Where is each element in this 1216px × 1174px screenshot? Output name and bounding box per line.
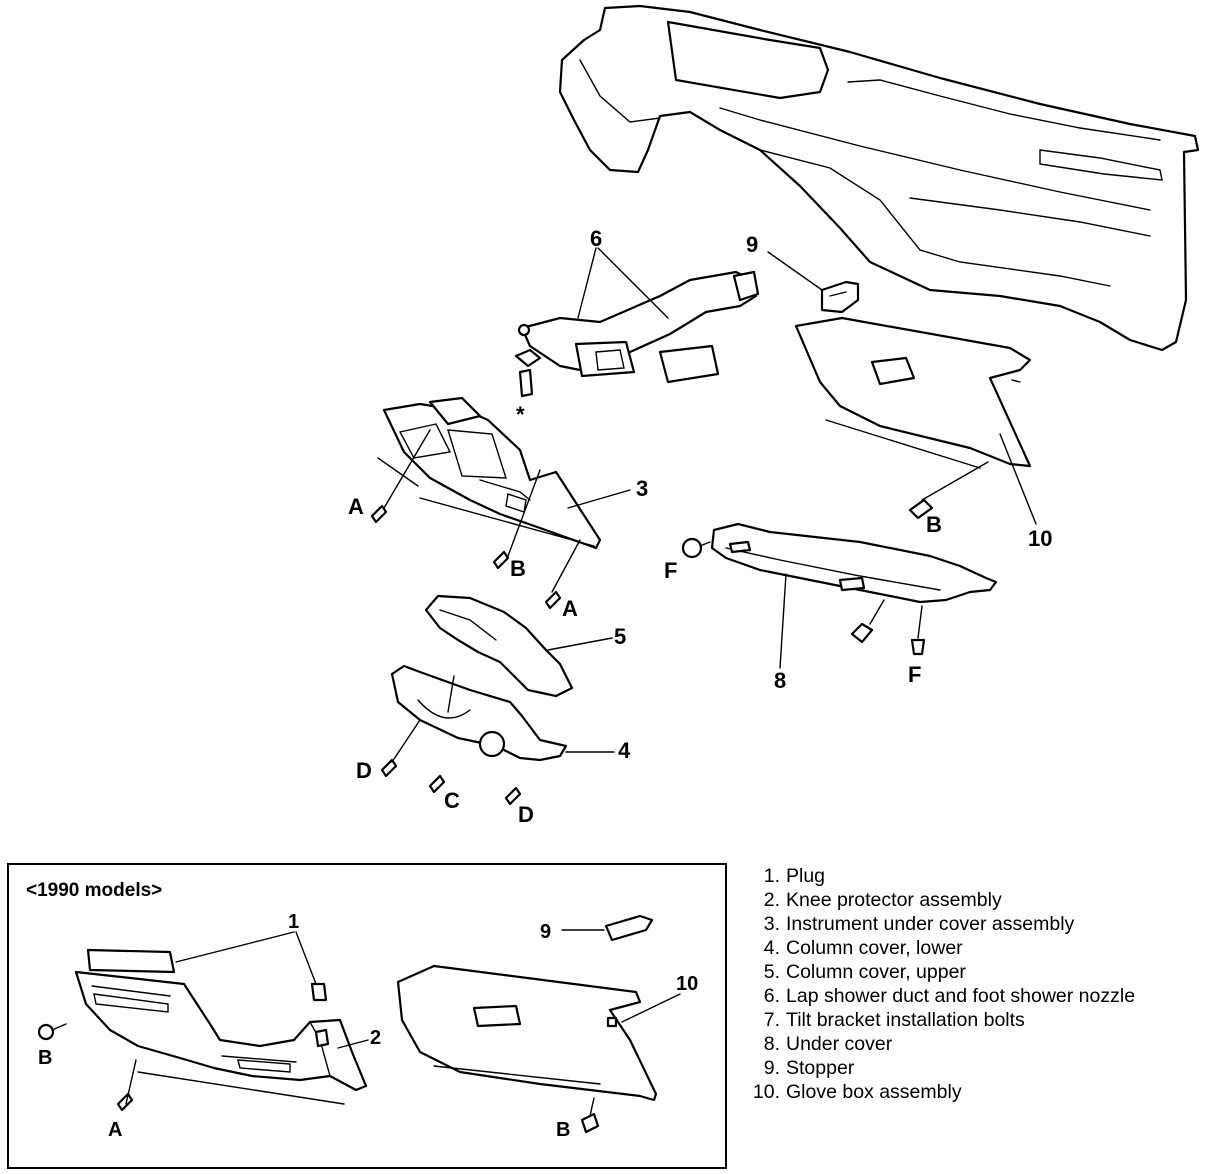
lap-shower-duct-drawing	[517, 270, 760, 384]
legend-item: 7. Tilt bracket installation bolts	[746, 1008, 1216, 1032]
callout-4: 4	[618, 738, 631, 763]
inset-callout-10: 10	[676, 973, 698, 995]
instrument-panel-drawing	[558, 4, 1200, 352]
callout-6: 6	[590, 226, 602, 251]
legend-item-number: 1.	[763, 865, 780, 887]
legend-item-number: 6.	[763, 985, 780, 1007]
stopper-drawing	[820, 280, 860, 314]
legend-item: 6. Lap shower duct and foot shower nozzle	[746, 984, 1216, 1008]
legend-item-label: Knee protector assembly	[786, 889, 1002, 911]
callout-5: 5	[614, 624, 626, 649]
legend-item-number: 9.	[763, 1057, 780, 1079]
legend-item: 1. Plug	[746, 864, 1216, 888]
legend-item-number: 7.	[763, 1009, 780, 1031]
legend-item-number: 4.	[763, 937, 780, 959]
inset-letter-B-1: B	[38, 1047, 52, 1069]
legend-item-label: Tilt bracket installation bolts	[786, 1009, 1025, 1031]
legend-item-number: 5.	[763, 961, 780, 983]
letter-A-2: A	[562, 596, 578, 621]
legend-item-number: 8.	[763, 1033, 780, 1055]
legend-item-number: 3.	[763, 913, 780, 935]
glove-box-drawing	[794, 316, 1032, 469]
callout-9: 9	[746, 232, 758, 257]
inset-callout-9: 9	[540, 921, 551, 943]
column-cover-lower-drawing	[390, 664, 568, 762]
under-cover-drawing	[710, 522, 998, 604]
legend-item: 8. Under cover	[746, 1032, 1216, 1056]
inset-1990-models: <1990 models>	[7, 863, 727, 1169]
legend-item: 5. Column cover, upper	[746, 960, 1216, 984]
legend-item: 4. Column cover, lower	[746, 936, 1216, 960]
legend-item-number: 2.	[763, 889, 780, 911]
inset-letter-A: A	[108, 1119, 122, 1141]
letter-D-2: D	[518, 802, 534, 827]
letter-B-1: B	[510, 556, 526, 581]
clip-F-1	[681, 537, 711, 559]
legend-item-label: Glove box assembly	[786, 1081, 962, 1103]
legend-item-label: Instrument under cover assembly	[786, 913, 1075, 935]
letter-B-2: B	[926, 512, 942, 537]
screw-A-1	[370, 504, 388, 524]
callout-10: 10	[1028, 526, 1052, 551]
legend-item-label: Column cover, lower	[786, 937, 963, 959]
letter-C: C	[444, 788, 460, 813]
screw-B-1	[492, 550, 510, 570]
legend-item-label: Lap shower duct and foot shower nozzle	[786, 985, 1136, 1007]
column-cover-upper-drawing	[424, 594, 574, 698]
parts-legend: 1. Plug 2. Knee protector assembly 3. Instrum…	[746, 864, 1216, 1104]
letter-F-1: F	[664, 558, 677, 583]
legend-item: 9. Stopper	[746, 1056, 1216, 1080]
screw-D-1	[380, 758, 398, 778]
legend-item-label: Under cover	[786, 1033, 893, 1055]
legend-item-label: Column cover, upper	[786, 961, 966, 983]
bolt-B-glovebox	[908, 498, 934, 520]
screw-A-2	[544, 590, 562, 610]
callout-star: *	[516, 402, 525, 427]
screw-under-cover	[850, 622, 874, 644]
callout-3: 3	[636, 476, 648, 501]
instrument-under-cover-drawing	[377, 396, 602, 550]
legend-item-label: Plug	[786, 865, 826, 887]
legend-item-number: 10.	[752, 1081, 780, 1103]
screw-C	[428, 774, 446, 794]
screw-D-2	[504, 786, 522, 806]
inset-letter-B-2: B	[556, 1119, 570, 1141]
legend-item: 10. Glove box assembly	[746, 1080, 1216, 1104]
clip-drawing	[514, 348, 542, 398]
letter-D-1: D	[356, 758, 372, 783]
letter-A-1: A	[348, 494, 364, 519]
legend-item: 3. Instrument under cover assembly	[746, 912, 1216, 936]
inset-title: <1990 models>	[26, 880, 162, 901]
letter-F-2: F	[908, 662, 921, 687]
leader-lines	[383, 247, 1037, 763]
inset-callout-2: 2	[370, 1027, 381, 1049]
inset-callout-1: 1	[288, 911, 299, 933]
legend-item-label: Stopper	[786, 1057, 855, 1079]
clip-F-2	[910, 638, 926, 656]
callout-8: 8	[774, 668, 786, 693]
legend-item: 2. Knee protector assembly	[746, 888, 1216, 912]
